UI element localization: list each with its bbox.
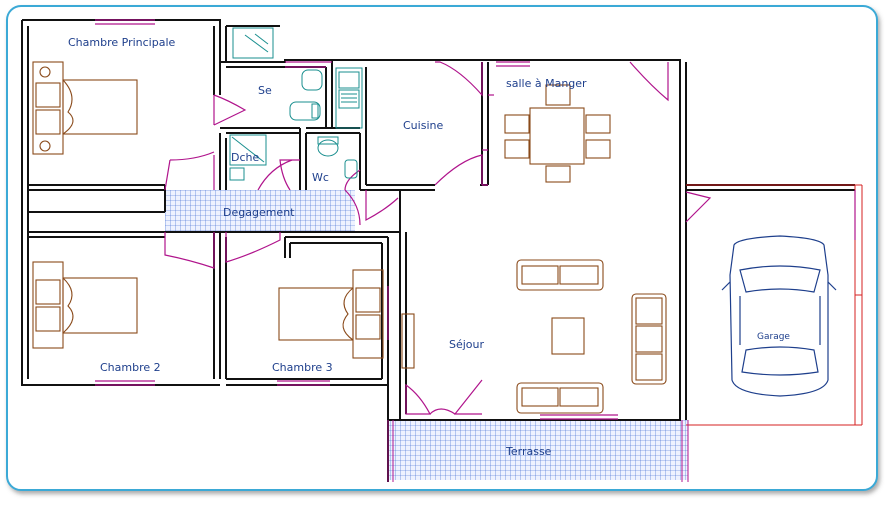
sheet-frame: [6, 5, 878, 491]
label-garage: Garage: [757, 332, 790, 342]
label-dche: Dche: [231, 151, 259, 164]
label-sejour: Séjour: [449, 338, 485, 351]
degagement-tiles: [165, 190, 355, 232]
terrasse-pillars: [387, 420, 689, 482]
label-chambre-2: Chambre 2: [100, 361, 161, 374]
label-cuisine: Cuisine: [403, 119, 443, 132]
label-chambre-3: Chambre 3: [272, 361, 333, 374]
furniture: [32, 61, 667, 414]
label-se: Se: [258, 84, 272, 97]
label-salle-a-manger: salle à Manger: [506, 77, 587, 90]
terrasse-tiles: [388, 420, 688, 480]
label-degagement: Degagement: [223, 206, 295, 219]
walls: [21, 19, 855, 482]
label-wc: Wc: [312, 171, 329, 184]
doors: [95, 19, 856, 420]
car-icon: [721, 235, 837, 397]
label-chambre-principale: Chambre Principale: [68, 36, 176, 49]
label-terrasse: Terrasse: [505, 445, 552, 458]
room-labels: Chambre Principale Se Cuisine salle à Ma…: [68, 36, 790, 458]
sanitary-fixtures: [229, 27, 363, 181]
